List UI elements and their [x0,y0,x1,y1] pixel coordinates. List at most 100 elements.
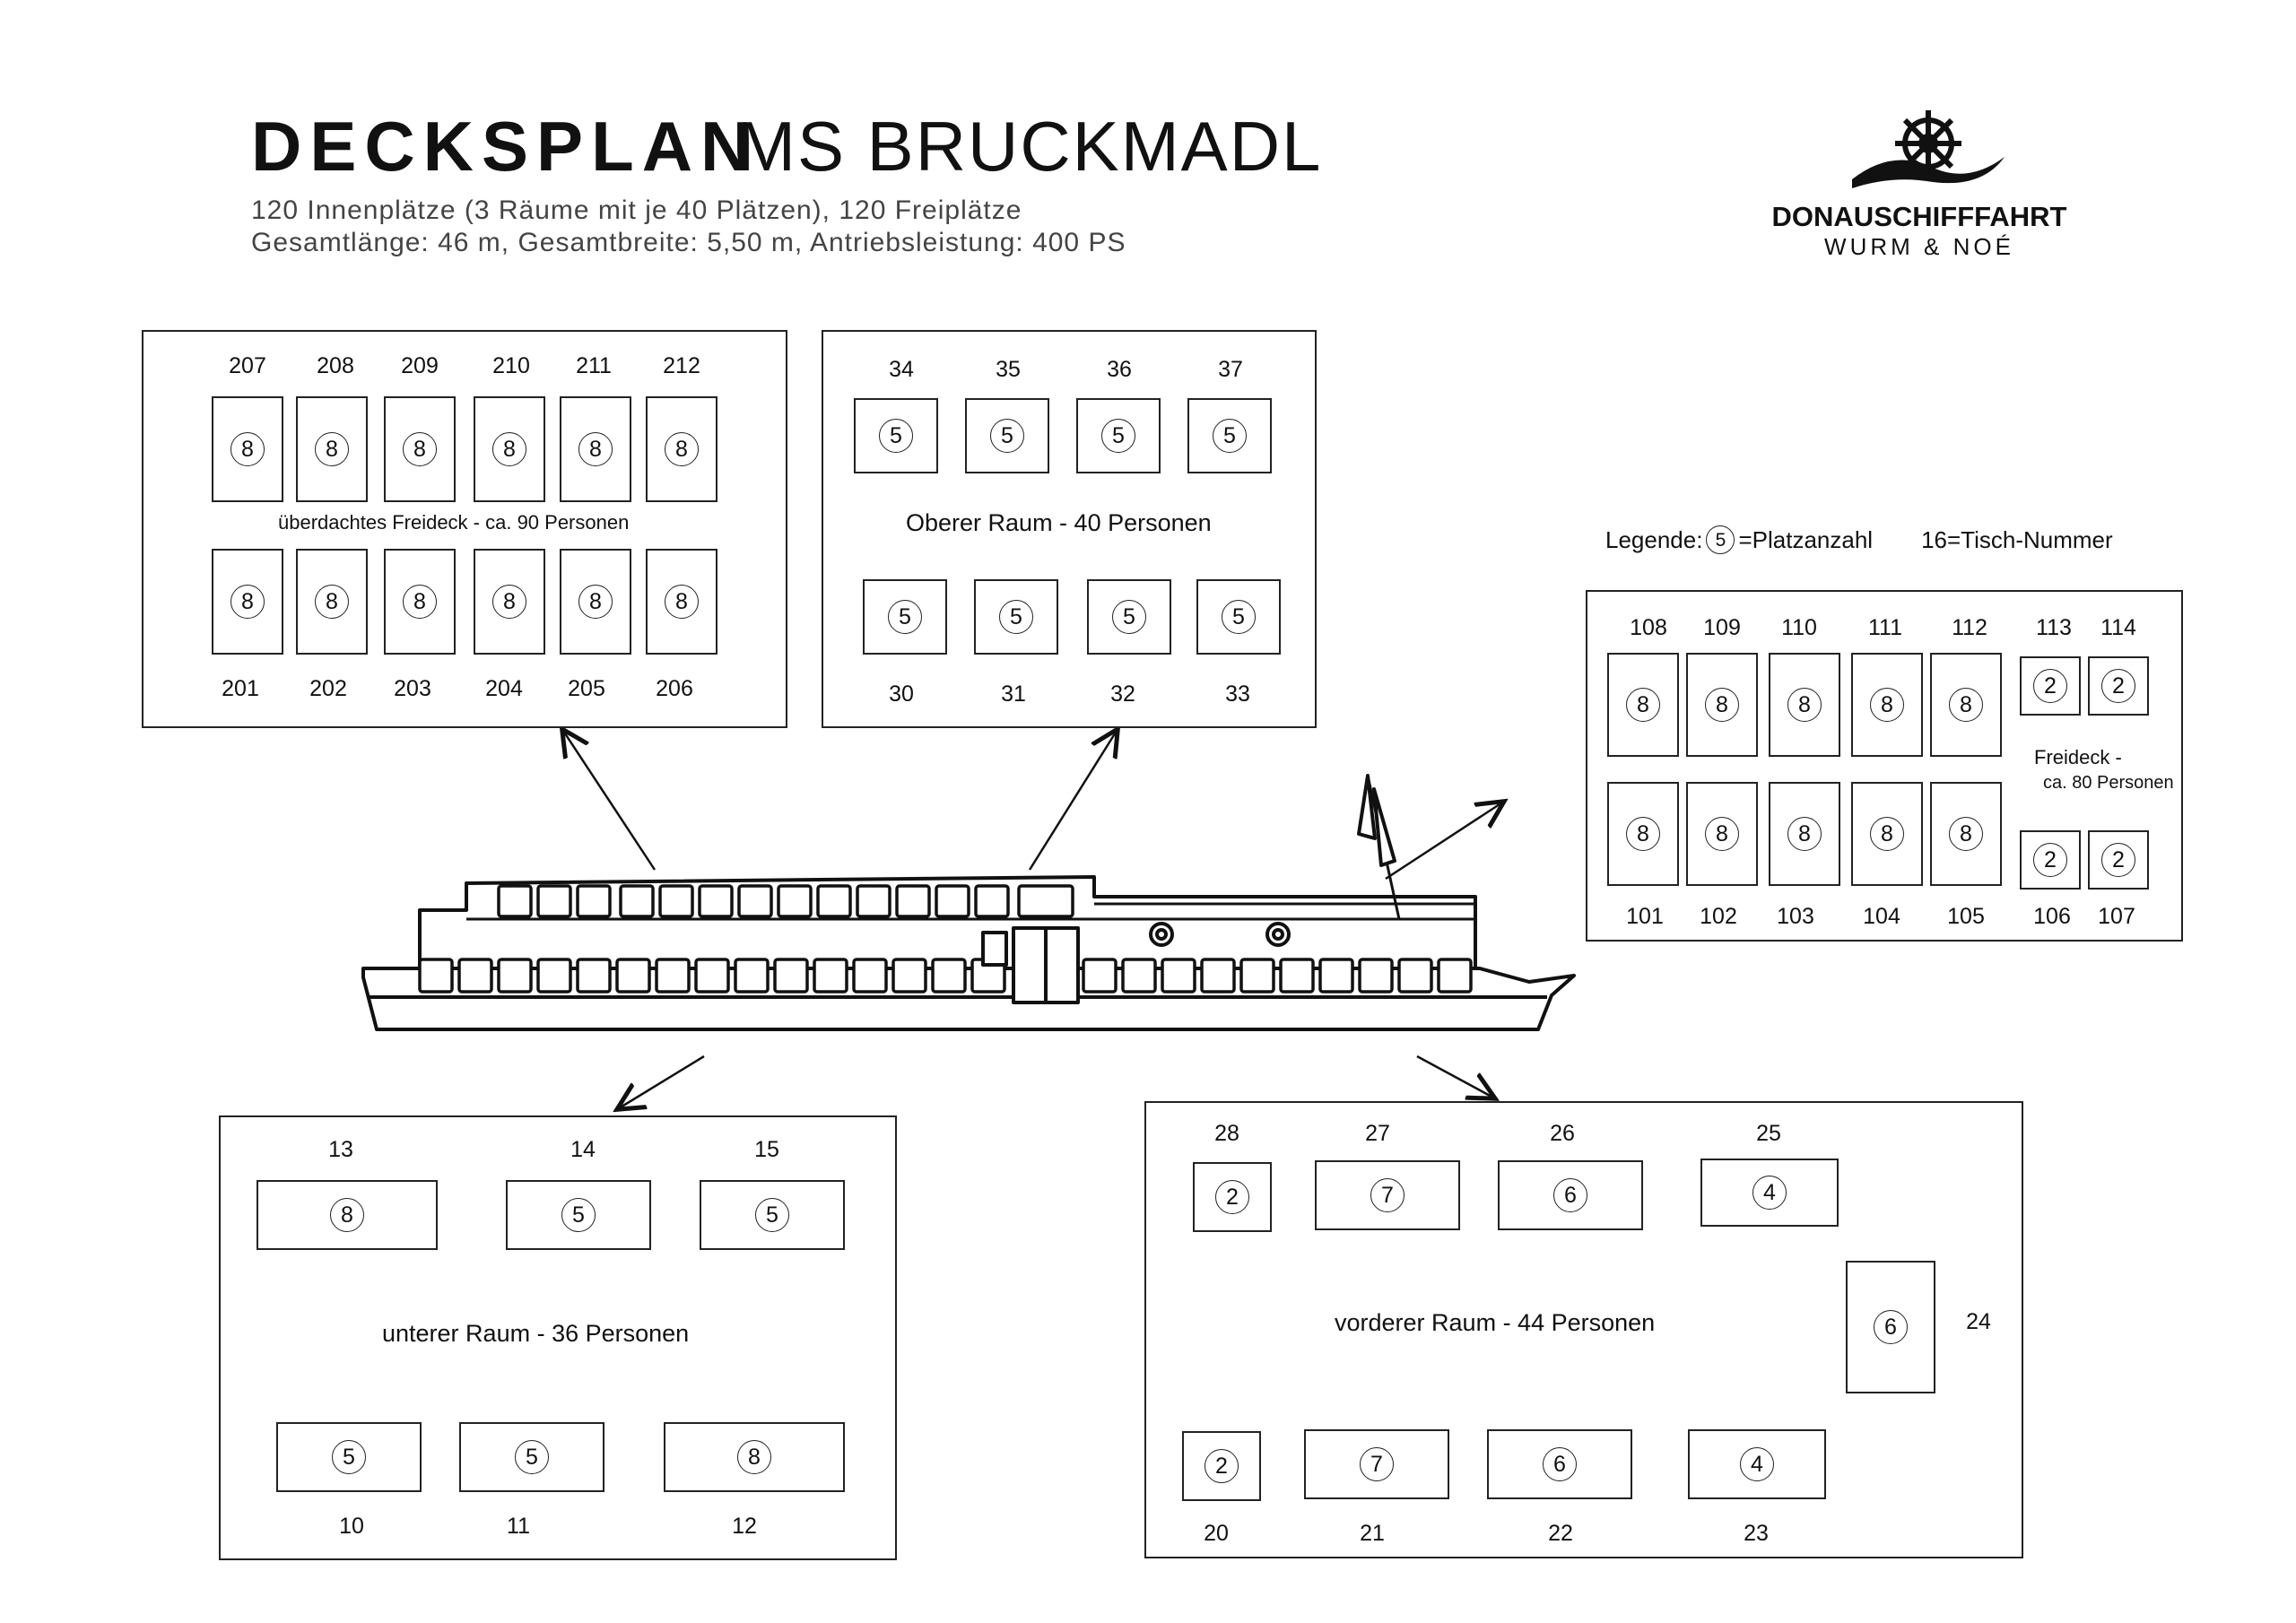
table-box[interactable]: 5 [965,398,1049,473]
table-box[interactable]: 8 [296,549,368,655]
arrow-vorderer-raum [1416,1055,1493,1098]
table-number: 34 [889,357,914,382]
table-box[interactable]: 2 [2020,830,2081,890]
table-box[interactable]: 8 [560,396,631,502]
table-box[interactable]: 5 [276,1422,422,1492]
table-box[interactable]: 8 [1686,782,1758,886]
seat-count-circle: 8 [230,432,265,466]
table-box[interactable]: 5 [1196,579,1281,655]
table-box[interactable]: 5 [854,398,938,473]
table-box[interactable]: 8 [560,549,631,655]
table-box[interactable]: 6 [1846,1261,1935,1393]
table-number: 24 [1966,1309,1991,1334]
table-number: 20 [1204,1521,1229,1546]
logo-name: DONAUSCHIFFFAHRT [1771,201,2067,232]
table-box[interactable]: 6 [1487,1429,1632,1499]
room-label-line2: ca. 80 Personen [2043,773,2174,793]
table-box[interactable]: 5 [1076,398,1161,473]
table-box[interactable]: 7 [1304,1429,1449,1499]
room-label-line1: Freideck - [2034,746,2122,768]
table-box[interactable]: 8 [1930,653,2002,757]
seat-count-circle: 8 [578,432,613,466]
table-box[interactable]: 2 [1182,1431,1261,1501]
table-box[interactable]: 8 [257,1180,438,1250]
table-box[interactable]: 5 [974,579,1058,655]
table-number: 203 [394,676,431,701]
seat-count-circle: 5 [561,1198,596,1232]
room-label: überdachtes Freideck - ca. 90 Personen [278,511,630,534]
table-box[interactable]: 5 [506,1180,651,1250]
seat-count-circle: 5 [755,1198,789,1232]
dimensions-info: Gesamtlänge: 46 m, Gesamtbreite: 5,50 m,… [251,228,1126,257]
table-box[interactable]: 8 [1686,653,1758,757]
legend-seats-label: =Platzanzahl [1738,525,1874,553]
table-number: 22 [1548,1521,1573,1546]
seat-count-circle: 8 [1949,817,1983,851]
table-box[interactable]: 8 [212,396,283,502]
seat-count-circle: 6 [1543,1447,1577,1481]
table-box[interactable]: 8 [474,396,545,502]
table-box[interactable]: 8 [384,549,456,655]
seat-count-circle: 6 [1553,1178,1587,1212]
table-number: 30 [889,681,914,707]
table-number: 21 [1360,1521,1385,1546]
table-number: 102 [1700,904,1737,929]
panel-oberer-raum: Oberer Raum - 40 Personen [822,330,1317,728]
table-box[interactable]: 8 [646,549,718,655]
table-box[interactable]: 8 [1851,653,1923,757]
table-box[interactable]: 4 [1700,1159,1839,1227]
seat-count-circle: 2 [2033,669,2067,703]
table-number: 209 [401,353,439,378]
table-box[interactable]: 5 [1187,398,1272,473]
table-box[interactable]: 8 [646,396,718,502]
table-box[interactable]: 2 [2020,656,2081,716]
table-box[interactable]: 5 [1087,579,1171,655]
table-number: 207 [229,353,266,378]
table-box[interactable]: 5 [700,1180,845,1250]
table-box[interactable]: 8 [1769,782,1840,886]
table-box[interactable]: 8 [212,549,283,655]
logo-subtitle: WURM & NOÉ [1824,233,2014,260]
seat-count-circle: 8 [315,585,349,619]
table-box[interactable]: 5 [459,1422,604,1492]
seat-count-circle: 5 [1101,419,1135,453]
table-number: 109 [1703,615,1741,640]
legend-prefix: Legende: [1605,525,1703,553]
seat-count-circle: 8 [578,585,613,619]
seat-count-circle: 2 [2033,843,2067,877]
table-box[interactable]: 8 [1930,782,2002,886]
table-box[interactable]: 5 [863,579,947,655]
table-box[interactable]: 4 [1688,1429,1826,1499]
table-box[interactable]: 8 [384,396,456,502]
seat-count-circle: 5 [888,600,922,634]
table-number: 12 [732,1514,757,1539]
arrow-oberer-raum [1028,731,1117,871]
table-number: 104 [1863,904,1900,929]
table-number: 26 [1550,1121,1575,1146]
arrow-freideck-aft [1385,803,1502,881]
table-box[interactable]: 8 [664,1422,845,1492]
table-number: 31 [1001,681,1026,707]
room-label: unterer Raum - 36 Personen [382,1320,690,1347]
table-box[interactable]: 6 [1498,1160,1643,1230]
seat-count-circle: 8 [492,432,526,466]
table-number: 101 [1626,904,1664,929]
table-box[interactable]: 2 [1193,1162,1272,1232]
table-number: 206 [656,676,693,701]
table-box[interactable]: 7 [1315,1160,1460,1230]
table-box[interactable]: 8 [296,396,368,502]
table-box[interactable]: 2 [2088,656,2149,716]
table-box[interactable]: 8 [1851,782,1923,886]
room-label: Oberer Raum - 40 Personen [906,509,1212,536]
seat-count-circle: 8 [1626,817,1660,851]
table-box[interactable]: 8 [1607,782,1679,886]
seat-count-circle: 7 [1360,1447,1394,1481]
table-number: 36 [1107,357,1132,382]
table-box[interactable]: 8 [1607,653,1679,757]
table-box[interactable]: 2 [2088,830,2149,890]
seat-count-circle: 2 [1215,1180,1249,1214]
table-number: 10 [339,1514,364,1539]
seat-count-circle: 8 [665,585,699,619]
table-box[interactable]: 8 [474,549,545,655]
table-box[interactable]: 8 [1769,653,1840,757]
